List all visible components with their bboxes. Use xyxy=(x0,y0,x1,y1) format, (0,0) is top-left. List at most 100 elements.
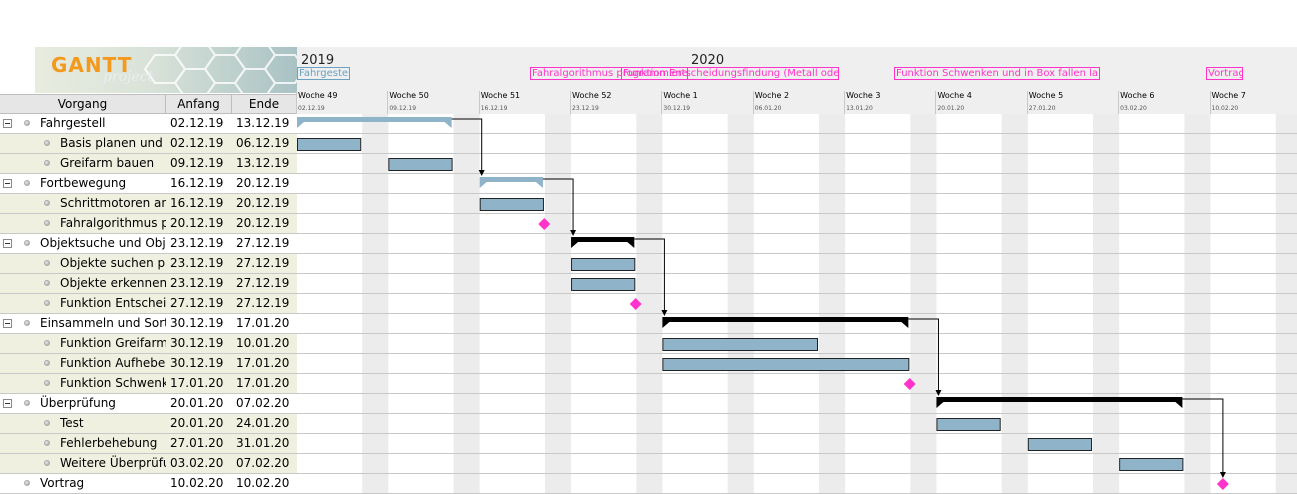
weekend-column xyxy=(910,114,937,494)
dependency-line xyxy=(908,318,939,392)
header-label-fahralgorithmus[interactable]: Fahralgorithmus programmieren xyxy=(530,67,688,80)
task-bar[interactable] xyxy=(479,198,544,211)
task-end-date: 20.12.19 xyxy=(236,176,290,190)
summary-bar-right-cap[interactable] xyxy=(1175,402,1183,408)
summary-bar-right-cap[interactable] xyxy=(535,182,543,188)
summary-bar-left-cap[interactable] xyxy=(571,242,579,248)
header-label-fahrgestell[interactable]: Fahrgestell xyxy=(297,67,350,80)
milestone-diamond[interactable] xyxy=(629,298,642,310)
task-name: Weitere Überprüfu... xyxy=(60,456,166,470)
task-name-cell: Fahralgorithmus p... xyxy=(0,214,166,233)
collapse-toggle-icon[interactable] xyxy=(3,119,12,128)
task-bar[interactable] xyxy=(1027,438,1093,451)
task-bar[interactable] xyxy=(662,338,818,351)
task-end-date: 10.01.20 xyxy=(236,336,290,350)
milestone-diamond[interactable] xyxy=(1216,478,1229,490)
timeline-header: 2019 2020 Fahrgestell Fahralgorithmus pr… xyxy=(296,47,1297,114)
logo-title: GANTT xyxy=(51,53,133,77)
gantt-chart xyxy=(297,114,1297,494)
bullet-dot-icon xyxy=(24,120,30,126)
summary-bar-left-cap[interactable] xyxy=(662,322,670,328)
app-logo: GANTT project xyxy=(35,47,297,93)
summary-bar-right-cap[interactable] xyxy=(627,242,635,248)
dependency-arrowhead xyxy=(661,310,668,316)
dependency-arrowhead xyxy=(935,390,942,396)
task-bar[interactable] xyxy=(1119,458,1184,471)
task-name-cell: Objekte suchen pr... xyxy=(0,254,166,273)
week-label: Woche 5 xyxy=(1028,91,1064,100)
collapse-toggle-icon[interactable] xyxy=(3,319,12,328)
task-bar[interactable] xyxy=(297,138,362,151)
task-name-cell: Funktion Greifarm... xyxy=(0,334,166,353)
column-header-end[interactable]: Ende xyxy=(232,95,297,113)
task-bar[interactable] xyxy=(388,158,453,171)
collapse-toggle-icon[interactable] xyxy=(3,239,12,248)
header-label-schwenken[interactable]: Funktion Schwenken und in Box fallen la.… xyxy=(894,67,1100,80)
summary-bar[interactable] xyxy=(936,397,1183,402)
task-start-date: 27.12.19 xyxy=(170,296,224,310)
task-end-date: 27.12.19 xyxy=(236,236,290,250)
year-label-2020: 2020 xyxy=(691,53,725,68)
task-name-cell: Basis planen und ... xyxy=(0,134,166,153)
summary-bar[interactable] xyxy=(662,317,909,322)
milestone-diamond[interactable] xyxy=(538,218,551,230)
task-start-date: 30.12.19 xyxy=(170,356,224,370)
summary-bar-left-cap[interactable] xyxy=(297,122,304,128)
header-label-vortrag[interactable]: Vortrag xyxy=(1206,67,1243,80)
summary-bar-left-cap[interactable] xyxy=(479,182,487,188)
task-bar[interactable] xyxy=(571,278,636,291)
task-bar[interactable] xyxy=(571,258,636,271)
task-end-date: 31.01.20 xyxy=(236,436,290,450)
collapse-toggle-icon[interactable] xyxy=(3,399,12,408)
summary-bar-right-cap[interactable] xyxy=(444,122,452,128)
column-header-start[interactable]: Anfang xyxy=(166,95,232,113)
summary-bar[interactable] xyxy=(571,237,635,242)
summary-bar-left-cap[interactable] xyxy=(936,402,944,408)
task-name-cell: Fortbewegung xyxy=(0,174,166,193)
column-header-name[interactable]: Vorgang xyxy=(0,95,166,113)
bullet-dot-icon xyxy=(24,320,30,326)
collapse-toggle-icon[interactable] xyxy=(3,179,12,188)
task-end-date: 07.02.20 xyxy=(236,456,290,470)
timeline-header-background xyxy=(297,47,1297,114)
dependency-arrowhead xyxy=(478,170,485,176)
header-label-entscheidungsfindung[interactable]: Funktion Entscheidungsfindung (Metall od… xyxy=(621,67,839,80)
bullet-dot-icon xyxy=(44,280,50,286)
summary-bar-right-cap[interactable] xyxy=(901,322,909,328)
bullet-dot-icon xyxy=(44,360,50,366)
task-name-cell: Objektsuche und Obje... xyxy=(0,234,166,253)
week-label: Woche 6 xyxy=(1120,91,1155,100)
week-date: 03.02.20 xyxy=(1120,105,1147,112)
task-bar[interactable] xyxy=(936,418,1001,431)
weekend-column xyxy=(819,114,846,494)
task-start-date: 30.12.19 xyxy=(170,316,224,330)
task-name: Funktion Aufheben xyxy=(60,356,166,370)
task-bar[interactable] xyxy=(662,358,910,371)
task-name-cell: Test xyxy=(0,414,166,433)
summary-bar[interactable] xyxy=(479,177,543,182)
milestone-diamond[interactable] xyxy=(903,378,916,390)
task-start-date: 16.12.19 xyxy=(170,176,224,190)
task-group-row[interactable]: Fortbewegung 16.12.19 20.12.19 xyxy=(0,174,297,194)
summary-bar[interactable] xyxy=(297,117,452,122)
task-end-date: 20.12.19 xyxy=(236,196,290,210)
